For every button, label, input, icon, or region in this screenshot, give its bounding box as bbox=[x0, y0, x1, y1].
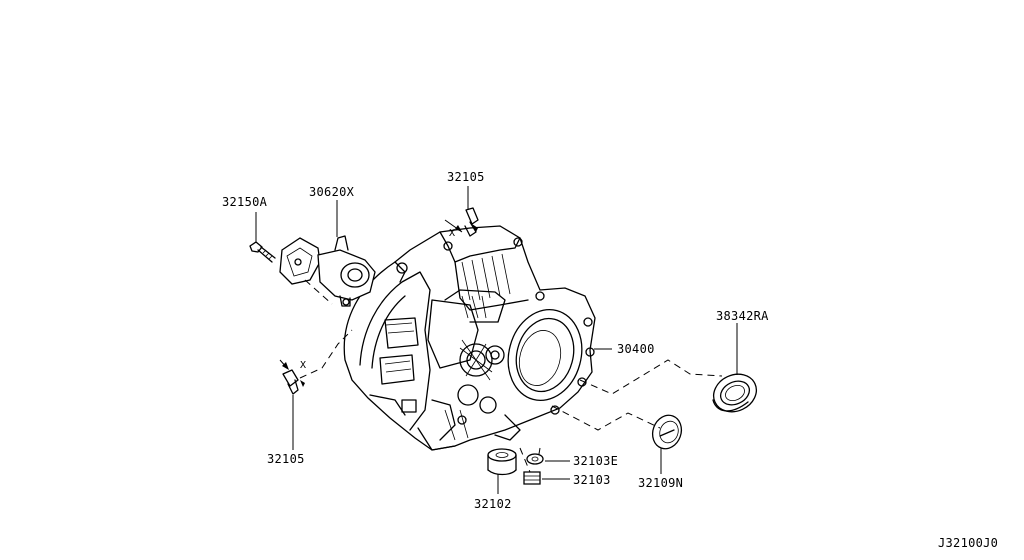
callout-32102: 32102 bbox=[474, 497, 512, 511]
washer-32103E-illustration bbox=[526, 453, 544, 465]
diagram-code: J32100J0 bbox=[938, 536, 998, 550]
pin-32105-lower-illustration bbox=[279, 359, 305, 395]
dimension-x-lower: X bbox=[300, 360, 306, 371]
oil-seal-38342RA-illustration bbox=[712, 373, 757, 413]
plug-32109N-illustration bbox=[651, 414, 683, 450]
callout-32103E: 32103E bbox=[573, 454, 618, 468]
callout-32105-lower: 32105 bbox=[267, 452, 305, 466]
bolt-32150A-illustration bbox=[249, 241, 276, 263]
callout-30620X: 30620X bbox=[309, 185, 355, 199]
callout-32150A: 32150A bbox=[222, 195, 268, 209]
callout-38342RA: 38342RA bbox=[716, 309, 769, 323]
plug-32103-illustration bbox=[523, 471, 541, 485]
pin-32105-upper-illustration bbox=[444, 207, 479, 237]
assembly-dashed-lines bbox=[299, 279, 723, 473]
leader-lines bbox=[255, 186, 738, 494]
callout-labels: 32150A 30620X 32105 X 30400 38342RA X 32… bbox=[222, 170, 998, 550]
callout-32105-upper: 32105 bbox=[447, 170, 485, 184]
transmission-case-illustration bbox=[343, 225, 596, 451]
callout-32109N: 32109N bbox=[638, 476, 683, 490]
bushing-32102-illustration bbox=[487, 448, 517, 476]
callout-32103: 32103 bbox=[573, 473, 611, 487]
callout-30400: 30400 bbox=[617, 342, 655, 356]
dimension-x-upper: X bbox=[449, 228, 455, 239]
actuator-30620X-illustration bbox=[279, 235, 376, 307]
